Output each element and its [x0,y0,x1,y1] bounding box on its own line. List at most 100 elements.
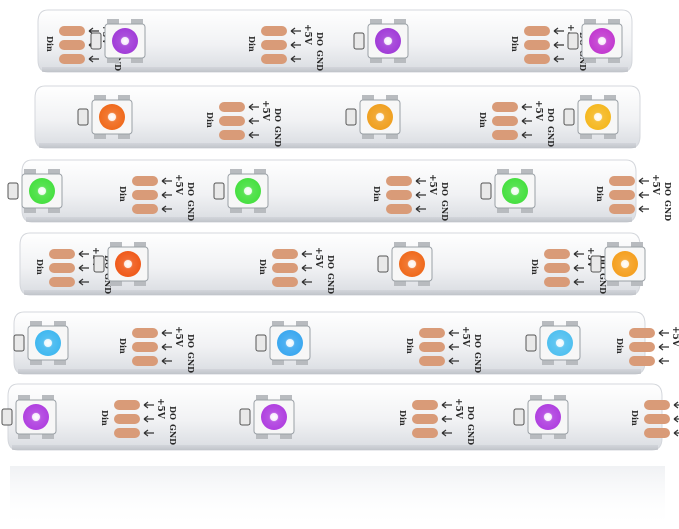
label-5v: +5V [427,174,437,196]
rgb-led [513,395,569,439]
led-tab [280,433,292,439]
arrow-icon [415,177,426,185]
label-do: DO [186,334,196,348]
led-tab [386,133,398,139]
label-gnd: GND [103,273,113,294]
label-do: DO [326,255,336,269]
rgb-led [77,95,133,139]
solder-pad [524,26,550,36]
arrow-icon [658,343,669,351]
led-tab [54,359,66,365]
solder-pad [49,249,75,259]
label-do: DO [466,406,476,420]
arrow-icon [448,357,459,365]
led-tab [110,280,122,286]
led-tab [497,207,509,213]
led-tab [394,57,406,63]
arrow-icon [415,191,426,199]
led-core [32,413,40,421]
led-tab [584,19,596,25]
label-5v: +5V [533,100,543,122]
label-din: Din [595,186,605,202]
label-5v: +5V [460,326,470,348]
arrow-icon [638,177,649,185]
arrow-icon [290,41,301,49]
solder-pad [261,54,287,64]
label-gnd: GND [598,273,608,294]
arrow-icon [161,329,172,337]
solder-pad [419,356,445,366]
led-tab [94,95,106,101]
label-do: DO [546,108,556,122]
led-tab [30,359,42,365]
label-din: Din [630,410,640,426]
led-tab [604,95,616,101]
label-gnd: GND [273,126,283,147]
led-core [44,339,52,347]
led-tab [554,433,566,439]
arrow-icon [415,205,426,213]
solder-pad [49,277,75,287]
label-din: Din [205,112,215,128]
arrow-icon [248,103,259,111]
led-tab [18,395,30,401]
arrow-icon [521,131,532,139]
led-tab [631,280,643,286]
label-gnd: GND [326,273,336,294]
rgb-led [567,19,623,63]
arrow-icon [301,278,312,286]
arrow-icon [673,429,679,437]
led-core [286,339,294,347]
label-5v: +5V [260,100,270,122]
solder-pad [492,116,518,126]
solder-pad [492,130,518,140]
solder-pad [386,190,412,200]
solder-pad [629,328,655,338]
label-din: Din [35,259,45,275]
arrow-icon [553,55,564,63]
arrow-icon [248,131,259,139]
led-tab [607,242,619,248]
solder-pad [132,190,158,200]
led-tab [566,359,578,365]
rgb-led [590,242,646,286]
label-gnd: GND [168,424,178,445]
label-din: Din [247,36,257,52]
led-tab [394,19,406,25]
resistor [213,182,225,200]
arrow-icon [658,357,669,365]
led-core [621,260,629,268]
label-5v: +5V [585,247,595,269]
led-tab [604,133,616,139]
solder-pad [644,414,670,424]
led-tab [134,280,146,286]
arrow-icon [573,264,584,272]
led-tab [30,321,42,327]
label-din: Din [398,410,408,426]
label-din: Din [118,186,128,202]
led-tab [607,280,619,286]
led-tab [394,280,406,286]
led-tab [42,433,54,439]
solder-pad [272,277,298,287]
led-tab [280,395,292,401]
solder-pad [412,414,438,424]
solder-pad [524,54,550,64]
solder-pad [272,263,298,273]
solder-pad [272,249,298,259]
arrow-icon [78,250,89,258]
resistor [513,408,525,426]
rgb-led [563,95,619,139]
led-core [108,113,116,121]
arrow-icon [573,250,584,258]
arrow-icon [521,117,532,125]
resistor [567,32,579,50]
solder-pad [261,40,287,50]
arrow-icon [553,27,564,35]
label-din: Din [100,410,110,426]
